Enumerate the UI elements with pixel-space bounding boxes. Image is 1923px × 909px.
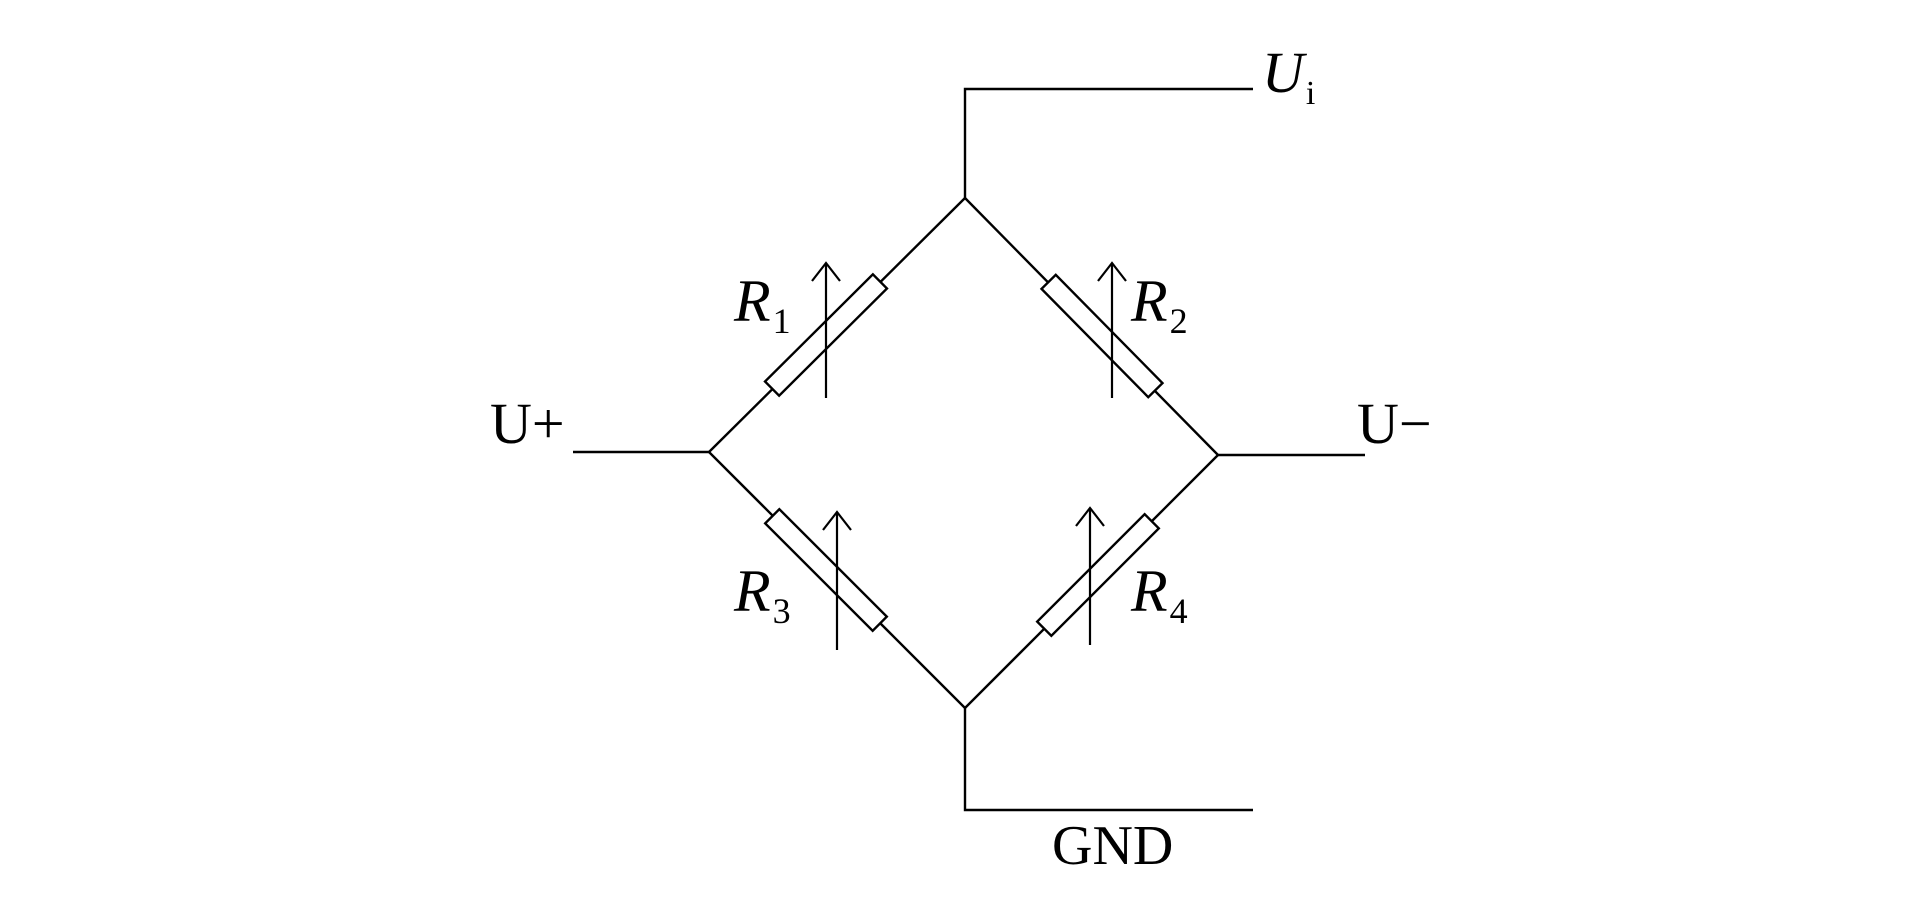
left-terminal-label: U+ [490, 391, 565, 456]
resistor-r2 [964, 197, 1219, 456]
resistor-r4 [964, 454, 1219, 709]
r1-label: R1 [733, 268, 791, 341]
bottom-terminal-label: GND [1052, 815, 1173, 877]
r3-variable-arrow-icon [822, 510, 852, 650]
r3-label: R3 [733, 558, 791, 631]
r2-variable-arrow-icon [1097, 261, 1127, 398]
top-terminal-label: Ui [1262, 40, 1315, 112]
right-terminal-label: U− [1357, 391, 1432, 456]
r4-label: R4 [1130, 558, 1188, 631]
r4-variable-arrow-icon [1075, 506, 1105, 645]
resistor-r1 [708, 197, 966, 453]
r1-variable-arrow-icon [811, 261, 841, 398]
resistor-r3 [708, 451, 966, 709]
top-terminal-wire [963, 87, 1253, 198]
bottom-terminal-wire [963, 708, 1253, 812]
r2-label: R2 [1130, 268, 1188, 341]
